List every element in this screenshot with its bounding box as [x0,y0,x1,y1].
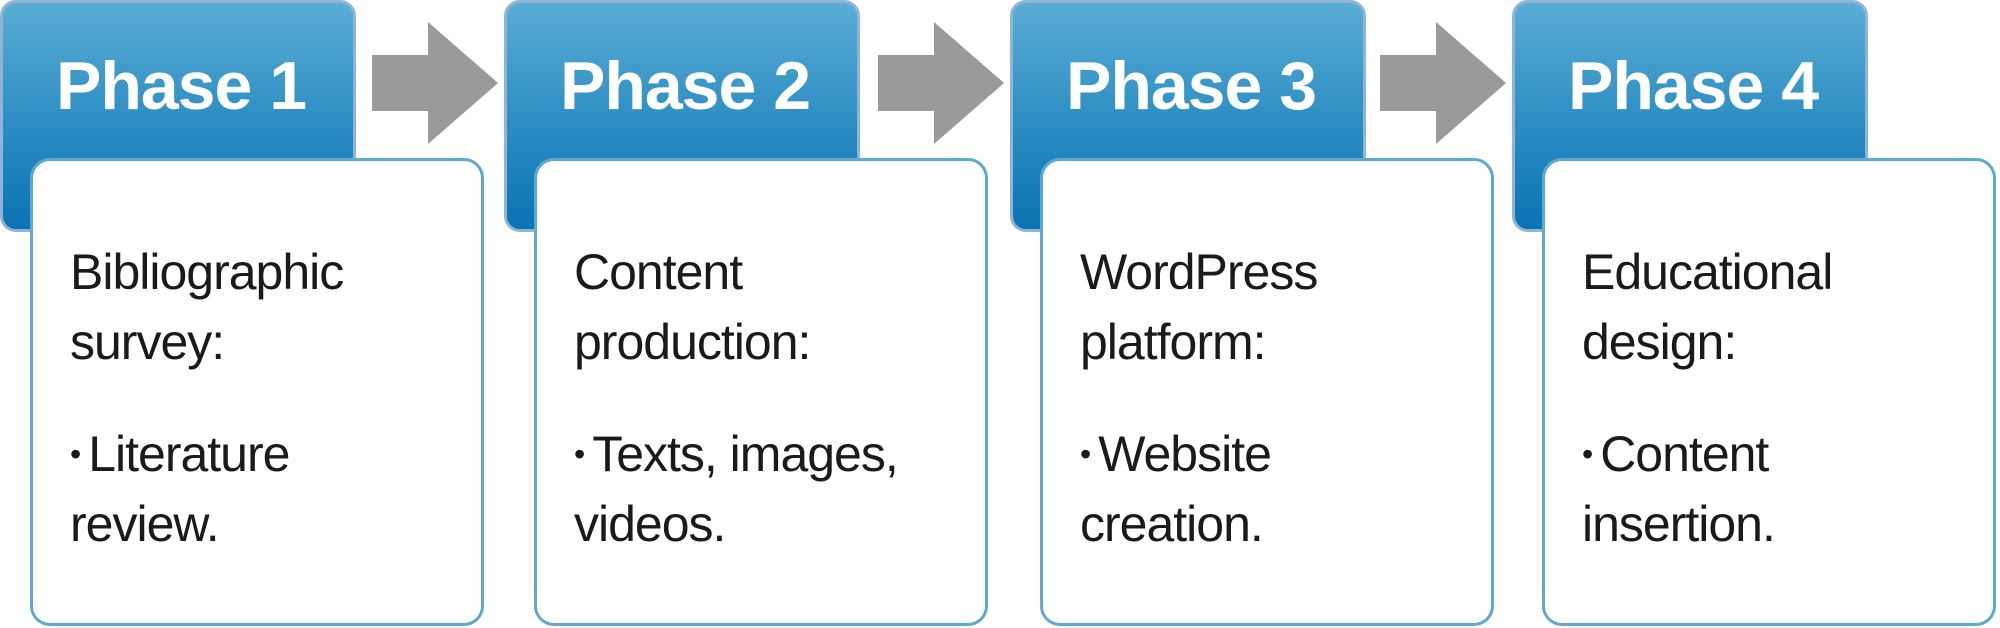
arrow-right-icon [878,22,1004,144]
phase-2-bullet-text: Texts, images, [592,426,899,482]
bullet-icon: • [1582,436,1593,472]
phase-4-heading-line-2: design: [1582,314,1737,370]
phase-4-bullet-text: Content [1600,426,1769,482]
phase-3: Phase 3 WordPress platform: •Website cre… [1010,0,1500,628]
phase-3-heading-line-2: platform: [1080,314,1267,370]
phase-2-title: Phase 2 [559,48,811,124]
phase-3-card: WordPress platform: •Website creation. [1040,158,1494,626]
bullet-icon: • [70,436,81,472]
bullet-icon: • [1080,436,1091,472]
phase-3-bullet-text: Website [1098,426,1272,482]
bullet-icon: • [574,436,585,472]
phase-4-heading-line-1: Educational [1582,244,1833,300]
phase-1-title: Phase 1 [55,48,307,124]
phase-2: Phase 2 Content production: •Texts, imag… [504,0,994,628]
phase-3-bullet-line-1: •Website [1080,419,1471,489]
phase-1-bullet-text: Literature [88,426,290,482]
phase-4-card: Educational design: •Content insertion. [1542,158,1996,626]
phase-2-heading-line-1: Content [574,244,743,300]
phase-1-heading-line-2: survey: [70,314,225,370]
phase-1-bullet-line-1: •Literature [70,419,461,489]
phase-2-bullet-line-2: videos. [574,496,726,552]
phase-1-heading-line-1: Bibliographic [70,244,344,300]
phase-1-bullet-line-2: review. [70,496,220,552]
phase-4: Phase 4 Educational design: •Content ins… [1512,0,2000,628]
phase-1-card: Bibliographic survey: •Literature review… [30,158,484,626]
phase-4-bullet-line-2: insertion. [1582,496,1776,552]
phase-2-card: Content production: •Texts, images, vide… [534,158,988,626]
phase-2-heading-line-2: production: [574,314,811,370]
arrow-right-icon [1380,22,1506,144]
phase-4-title: Phase 4 [1567,48,1819,124]
phase-4-bullet-line-1: •Content [1582,419,1973,489]
phase-3-heading-line-1: WordPress [1080,244,1318,300]
phase-1: Phase 1 Bibliographic survey: •Literatur… [0,0,490,628]
phase-3-bullet-line-2: creation. [1080,496,1264,552]
phase-3-title: Phase 3 [1065,48,1317,124]
phase-2-bullet-line-1: •Texts, images, [574,419,965,489]
arrow-right-icon [372,22,498,144]
